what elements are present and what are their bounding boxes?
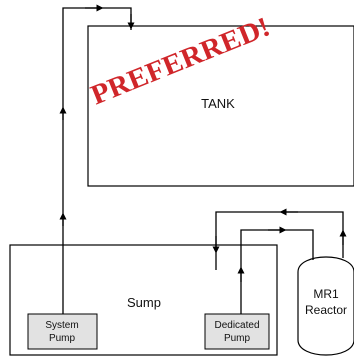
dedicated-pump-label-line2: Pump	[224, 333, 251, 344]
system-pump-label-line2: Pump	[49, 333, 76, 344]
tank-label: TANK	[201, 96, 235, 111]
system-pump-label-line1: System	[45, 320, 78, 331]
reactor-label-line1: MR1	[313, 287, 339, 301]
dedicated-pump-label-line1: Dedicated	[214, 320, 259, 331]
system-pump	[27, 313, 98, 350]
reactor-label-line2: Reactor	[305, 303, 347, 317]
sump-box	[9, 244, 278, 356]
tank-box	[87, 25, 354, 187]
system-feed-pipe	[62, 7, 132, 314]
sump-label: Sump	[127, 295, 161, 310]
dedicated-pump	[204, 313, 270, 350]
